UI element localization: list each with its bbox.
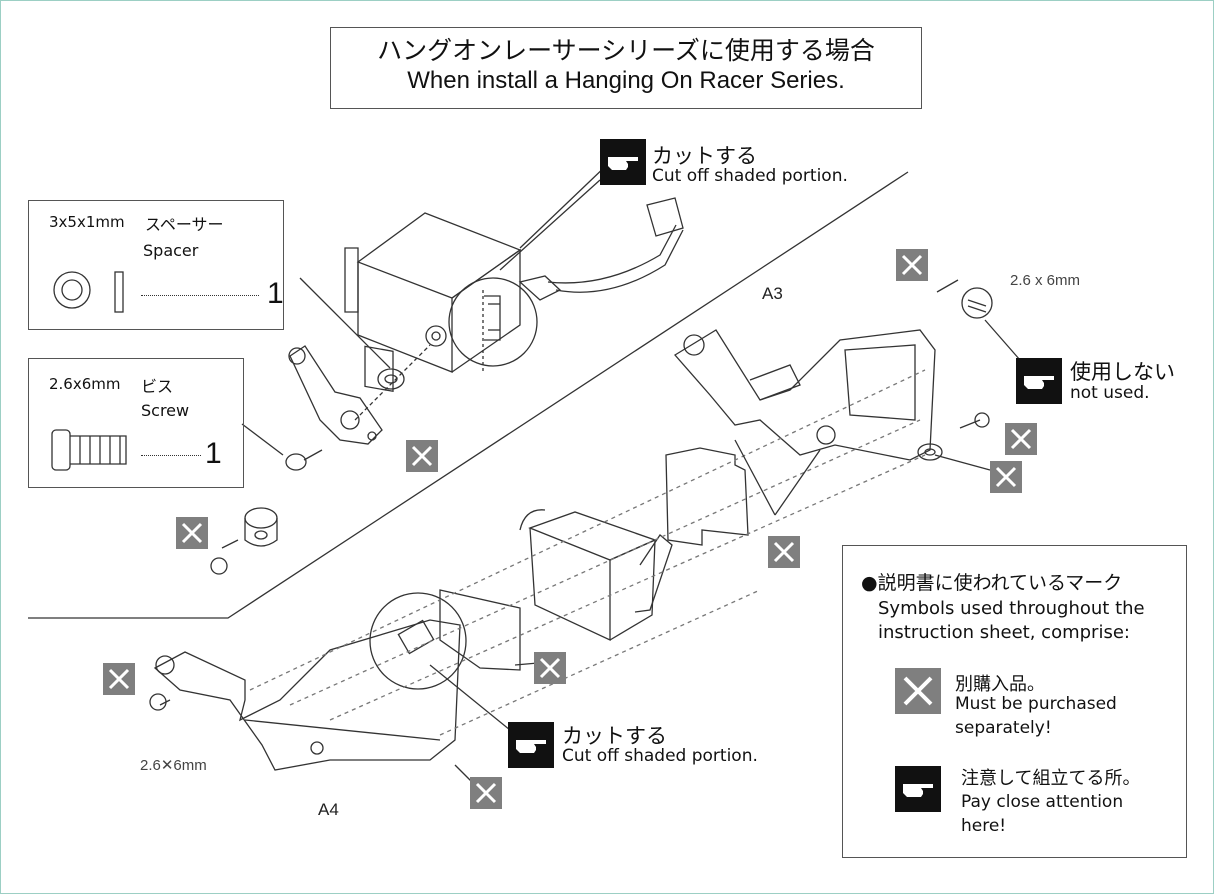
pointing-hand-icon: [508, 722, 554, 768]
pointing-hand-icon: [895, 766, 941, 812]
screw-quantity: 1: [205, 437, 222, 470]
legend-purchase-en-line2: separately!: [955, 718, 1052, 738]
legend-purchase-jp: 別購入品。: [955, 674, 1045, 695]
x-mark-icon: [534, 652, 566, 684]
spacer-quantity: 1: [267, 277, 284, 310]
legend-attention-en-line1: Pay close attention: [961, 792, 1124, 812]
x-mark-icon: [896, 249, 928, 281]
not-used-jp: 使用しない: [1070, 360, 1175, 384]
x-mark-icon: [990, 461, 1022, 493]
pointing-hand-icon: [1016, 358, 1062, 404]
x-mark-icon: [470, 777, 502, 809]
legend-attention-en-line2: here!: [961, 816, 1007, 836]
cut-top-en: Cut off shaded portion.: [652, 166, 848, 186]
title-box: ハングオンレーサーシリーズに使用する場合 When install a Hang…: [330, 27, 922, 109]
spacer-leader-dots: [141, 295, 259, 296]
x-mark-icon: [176, 517, 208, 549]
x-mark-icon: [1005, 423, 1037, 455]
spacer-name-en: Spacer: [143, 241, 199, 260]
spacer-size: 3x5x1mm: [49, 213, 125, 231]
cut-top-jp: カットする: [652, 144, 757, 168]
screw-size: 2.6x6mm: [49, 375, 121, 393]
spacer-name-jp: スペーサー: [145, 215, 224, 234]
title-english: When install a Hanging On Racer Series.: [407, 67, 845, 94]
legend-heading: ●説明書に使われているマーク: [861, 572, 1123, 594]
label-screw-bottom: 2.6✕6mm: [140, 757, 207, 774]
label-a3: A3: [762, 284, 783, 303]
legend-attention-jp: 注意して組立てる所。: [961, 768, 1141, 789]
not-used-en: not used.: [1070, 383, 1150, 403]
cut-bottom-jp: カットする: [562, 724, 667, 748]
pointing-hand-icon: [600, 139, 646, 185]
legend-subtitle-line1: Symbols used throughout the: [878, 598, 1145, 619]
legend-purchase-en-line1: Must be purchased: [955, 694, 1117, 714]
cut-bottom-en: Cut off shaded portion.: [562, 746, 758, 766]
title-japanese: ハングオンレーサーシリーズに使用する場合: [377, 36, 875, 65]
screw-parts-box: 2.6x6mm ビス Screw 1: [28, 358, 244, 488]
screw-leader-dots: [141, 455, 201, 456]
x-mark-icon: [406, 440, 438, 472]
legend-subtitle-line2: instruction sheet, comprise:: [878, 622, 1130, 643]
x-mark-icon: [768, 536, 800, 568]
label-screw-top: 2.6 x 6mm: [1010, 272, 1081, 289]
x-mark-icon: [895, 668, 941, 714]
screw-name-en: Screw: [141, 401, 190, 420]
x-mark-icon: [103, 663, 135, 695]
symbols-legend: ●説明書に使われているマーク Symbols used throughout t…: [842, 545, 1187, 858]
label-a4: A4: [318, 800, 339, 819]
spacer-parts-box: 3x5x1mm スペーサー Spacer 1: [28, 200, 284, 330]
screw-name-jp: ビス: [141, 377, 174, 396]
